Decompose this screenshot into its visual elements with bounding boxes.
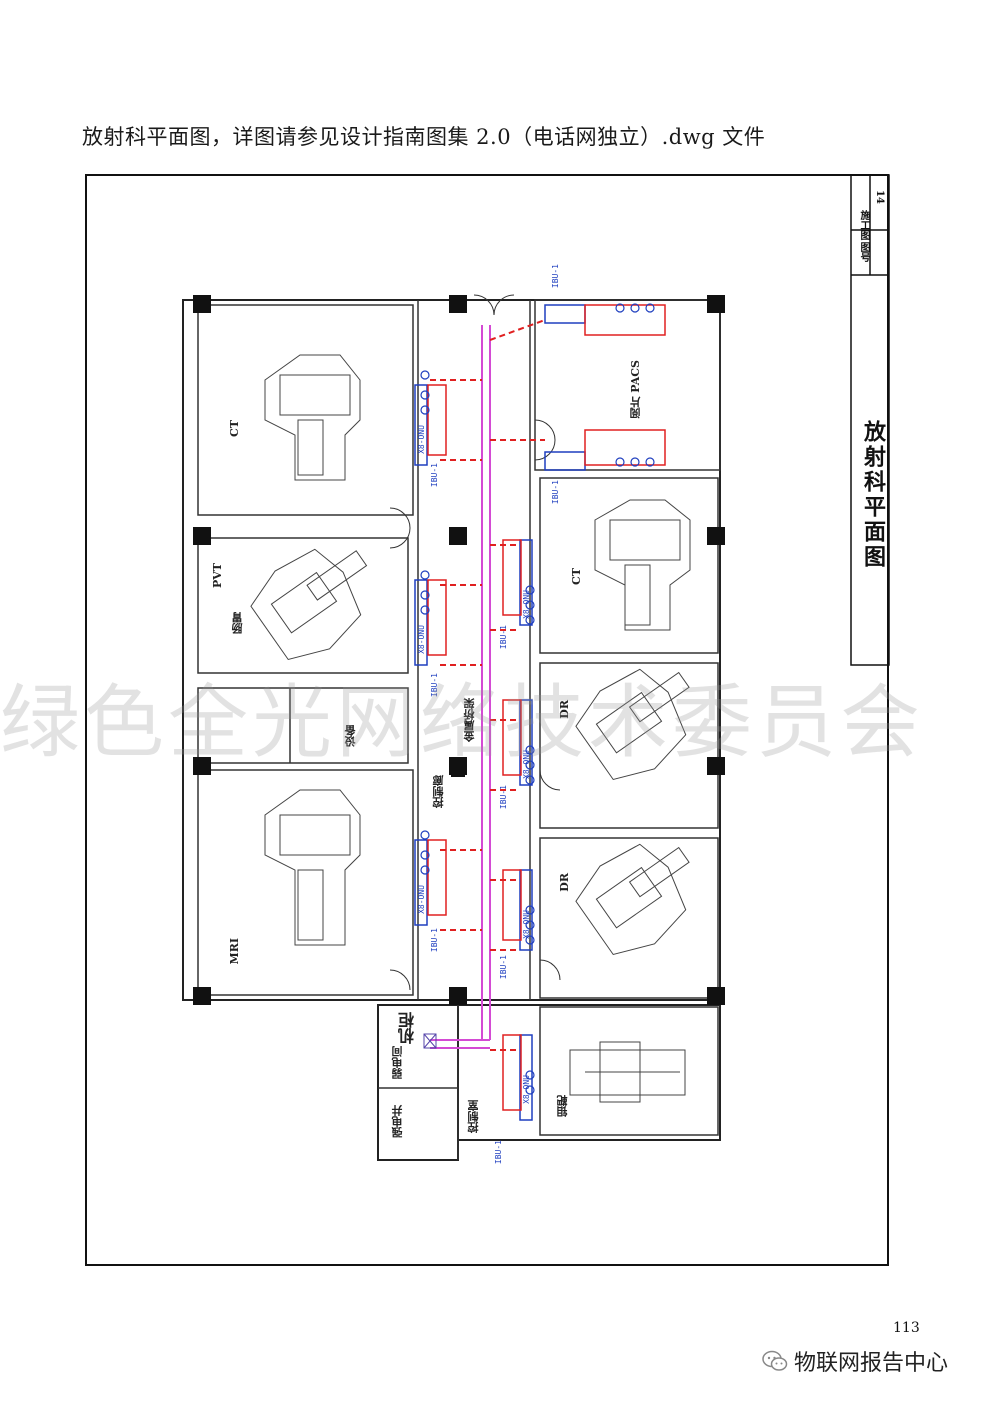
network-boxes bbox=[414, 304, 586, 1121]
wechat-icon bbox=[762, 1350, 788, 1371]
ibu-label-2: IBU-1 bbox=[430, 463, 439, 488]
room-ct-right: CT bbox=[570, 568, 583, 585]
drawing-frame bbox=[85, 174, 889, 1266]
onu-label-7: X8-ONU bbox=[522, 1075, 531, 1104]
room-pvt: PVT bbox=[211, 563, 224, 588]
ibu-label-1: IBU-1 bbox=[551, 264, 560, 289]
watermark: 绿色全光网络技术委员会 bbox=[0, 676, 924, 769]
medical-equipment bbox=[250, 354, 691, 1103]
markers bbox=[451, 527, 465, 777]
room-dr-lower: DR bbox=[558, 873, 571, 892]
footer-source: 物联网报告中心 bbox=[762, 1345, 948, 1377]
fiber-cabling bbox=[430, 319, 546, 1051]
ibu-label-7: IBU-1 bbox=[430, 928, 439, 953]
ibu-label-6: IBU-1 bbox=[499, 785, 508, 810]
room-pacs: 阅片 PACS bbox=[629, 360, 642, 419]
internal-walls bbox=[197, 299, 721, 1160]
room-strong-shaft: 强电井 bbox=[391, 1105, 404, 1138]
ibu-label-4: IBU-1 bbox=[499, 625, 508, 650]
number-value: 14 bbox=[874, 190, 885, 204]
room-mammography: 钼靶 bbox=[556, 1095, 569, 1117]
room-cabinet: 机柜 bbox=[398, 1012, 417, 1044]
ibu-label-3: IBU-1 bbox=[551, 480, 560, 505]
onu-label-1: X8-ONU bbox=[417, 425, 426, 454]
onu-label-6: X8-ONU bbox=[522, 910, 531, 939]
onu-label-2: X8-ONU bbox=[417, 625, 426, 654]
onu-label-4: X8-ONU bbox=[522, 590, 531, 619]
doors bbox=[389, 294, 561, 991]
title-block bbox=[850, 174, 890, 666]
onu-label-3: X8-ONU bbox=[417, 885, 426, 914]
room-mri: MRI bbox=[228, 938, 241, 965]
room-weak: 弱电间 bbox=[391, 1046, 404, 1079]
outlet-points bbox=[420, 303, 655, 1095]
page-number: 113 bbox=[893, 1320, 920, 1336]
metal-cable-channel bbox=[430, 325, 491, 1049]
room-control: 控制室 bbox=[467, 1100, 480, 1133]
drawing-title: 放射科平面图 bbox=[860, 420, 886, 570]
outlet-wiring bbox=[427, 304, 666, 1111]
page-caption: 放射科平面图，详图请参见设计指南图集 2.0（电话网独立）.dwg 文件 bbox=[82, 125, 766, 149]
stage-label: 施工图 bbox=[858, 210, 869, 240]
ibu-label-8: IBU-1 bbox=[499, 955, 508, 980]
control-corridor-label: 控制廊 bbox=[432, 775, 445, 808]
room-gastro: 肠胃 bbox=[231, 612, 244, 634]
ibu-label-9: IBU-1 bbox=[494, 1140, 503, 1165]
footer-text: 物联网报告中心 bbox=[794, 1351, 949, 1376]
cabinet-symbol bbox=[423, 1033, 437, 1049]
number-label: 图号 bbox=[858, 242, 869, 262]
room-ct-left: CT bbox=[228, 420, 241, 437]
